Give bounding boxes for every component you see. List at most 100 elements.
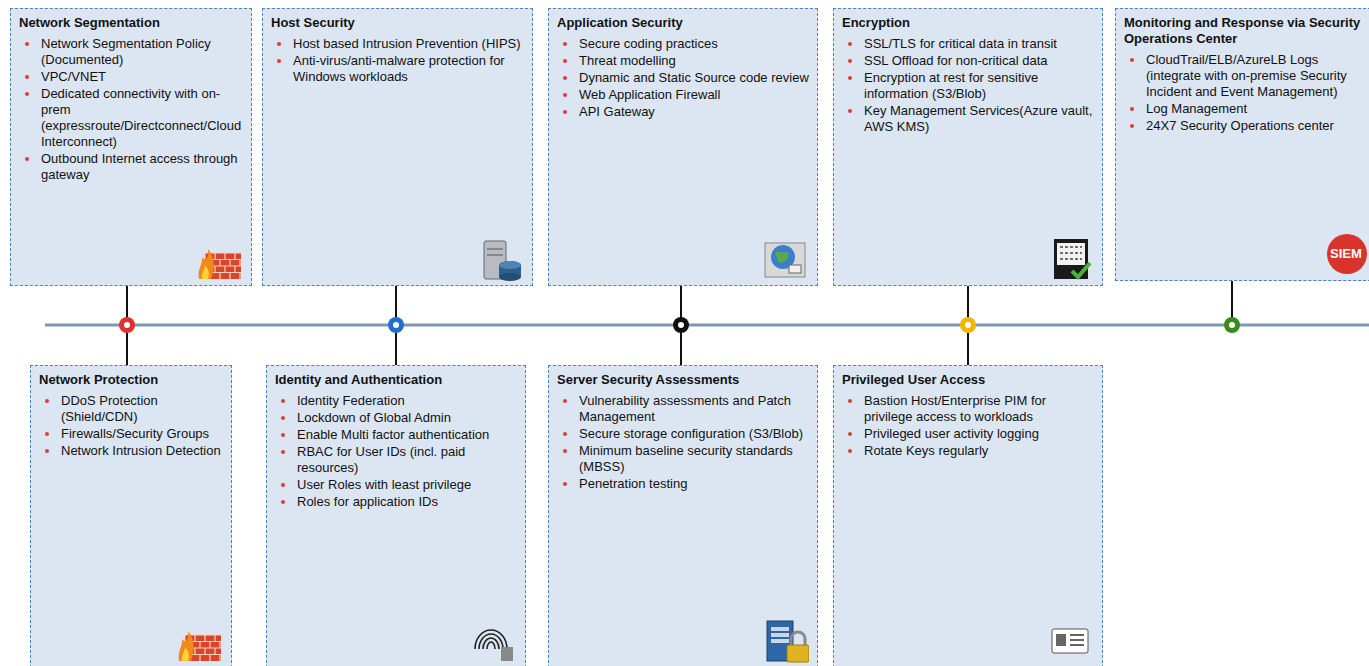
bullet-row: Encryption at rest for sensitive informa… [842,70,1094,102]
bullet-text: Vulnerability assessments and Patch Mana… [579,393,809,425]
bullet-row: Vulnerability assessments and Patch Mana… [557,393,809,425]
bullet-dot [281,416,285,420]
bullet-text: Key Management Services(Azure vault, AWS… [864,103,1094,135]
bullet-dot [563,42,567,46]
server-icon [478,237,524,281]
bullet-text: Secure storage configuration (S3/Blob) [579,426,803,442]
bullet-row: Dedicated connectivity with on-prem (exp… [19,86,243,150]
bullet-row: Network Intrusion Detection [39,443,223,459]
bullet-row: Log Management [1124,101,1362,117]
bullet-row: Minimum baseline security standards (MBS… [557,443,809,475]
finger-icon [471,619,517,663]
bullet-dot [848,432,852,436]
bullet-dot [563,482,567,486]
box-heading: Network Segmentation [19,15,243,31]
control-box: EncryptionSSL/TLS for critical data in t… [833,8,1103,286]
bullet-row: Anti-virus/anti-malware protection for W… [271,53,524,85]
bullet-dot [1130,58,1134,62]
control-box: Application SecuritySecure coding practi… [548,8,818,286]
bullet-row: Secure coding practices [557,36,809,52]
bullet-dot [848,76,852,80]
bullet-text: Roles for application IDs [297,494,438,510]
bullet-row: Bastion Host/Enterprise PIM for privileg… [842,393,1094,425]
bullet-dot [25,92,29,96]
bullet-text: Identity Federation [297,393,405,409]
bullet-text: DDoS Protection (Shield/CDN) [61,393,223,425]
bullet-text: Firewalls/Security Groups [61,426,209,442]
bullet-dot [281,483,285,487]
bullet-text: Rotate Keys regularly [864,443,988,459]
bullet-text: Encryption at rest for sensitive informa… [864,70,1094,102]
bullet-row: SSL/TLS for critical data in transit [842,36,1094,52]
box-heading: Server Security Assessments [557,372,809,388]
bullet-text: Enable Multi factor authentication [297,427,489,443]
bullet-text: Network Intrusion Detection [61,443,221,459]
bullet-text: Outbound Internet access through gateway [41,151,243,183]
bullet-dot [281,433,285,437]
control-box: Network ProtectionDDoS Protection (Shiel… [30,365,232,666]
bullet-row: Threat modelling [557,53,809,69]
bullet-row: Identity Federation [275,393,517,409]
bullet-dot [281,500,285,504]
bullet-text: Web Application Firewall [579,87,720,103]
bullet-row: Host based Intrusion Prevention (HIPS) [271,36,524,52]
bullet-row: Web Application Firewall [557,87,809,103]
control-box: Privileged User AccessBastion Host/Enter… [833,365,1103,666]
bullet-row: User Roles with least privilege [275,477,517,493]
control-box: Network SegmentationNetwork Segmentation… [10,8,252,286]
bullet-row: Outbound Internet access through gateway [19,151,243,183]
bullet-dot [281,450,285,454]
bullet-dot [25,75,29,79]
bullet-dot [25,42,29,46]
bullet-row: Key Management Services(Azure vault, AWS… [842,103,1094,135]
bullet-row: SSL Offload for non-critical data [842,53,1094,69]
bullet-row: Firewalls/Security Groups [39,426,223,442]
bullet-row: Secure storage configuration (S3/Blob) [557,426,809,442]
bullet-row: RBAC for User IDs (incl. paid resources) [275,444,517,476]
bullet-dot [563,399,567,403]
bullet-text: Threat modelling [579,53,676,69]
box-heading: Application Security [557,15,809,31]
bullet-text: Lockdown of Global Admin [297,410,451,426]
bullet-text: Dynamic and Static Source code review [579,70,809,86]
bullet-text: Network Segmentation Policy (Documented) [41,36,243,68]
doc-icon [1048,237,1094,281]
lock-icon [763,619,809,663]
bullet-row: Rotate Keys regularly [842,443,1094,459]
bullet-dot [45,399,49,403]
bullet-text: 24X7 Security Operations center [1146,118,1334,134]
bullet-text: RBAC for User IDs (incl. paid resources) [297,444,517,476]
bullet-row: Dynamic and Static Source code review [557,70,809,86]
bullet-dot [277,59,281,63]
bullet-row: Roles for application IDs [275,494,517,510]
bullet-dot [25,157,29,161]
bullet-dot [1130,124,1134,128]
bullet-text: SSL Offload for non-critical data [864,53,1048,69]
bullet-text: Penetration testing [579,476,687,492]
bullet-text: SSL/TLS for critical data in transit [864,36,1057,52]
bullet-row: DDoS Protection (Shield/CDN) [39,393,223,425]
bullet-dot [848,59,852,63]
box-heading: Encryption [842,15,1094,31]
bullet-text: CloudTrail/ELB/AzureLB Logs (integrate w… [1146,52,1362,100]
bullet-row: Penetration testing [557,476,809,492]
bullet-dot [563,432,567,436]
bullet-row: API Gateway [557,104,809,120]
bullet-dot [848,42,852,46]
bullet-text: Bastion Host/Enterprise PIM for privileg… [864,393,1094,425]
timeline-axis [45,324,1369,327]
bullet-row: Privileged user activity logging [842,426,1094,442]
fire-icon [177,619,223,663]
box-heading: Privileged User Access [842,372,1094,388]
bullet-text: Privileged user activity logging [864,426,1039,442]
bullet-dot [848,109,852,113]
box-heading: Monitoring and Response via Security Ope… [1124,15,1362,47]
bullet-text: Secure coding practices [579,36,718,52]
bullet-row: VPC/VNET [19,69,243,85]
bullet-dot [563,76,567,80]
control-box: Host SecurityHost based Intrusion Preven… [262,8,533,286]
control-box: Identity and AuthenticationIdentity Fede… [266,365,526,666]
box-heading: Host Security [271,15,524,31]
bullet-text: Anti-virus/anti-malware protection for W… [293,53,524,85]
bullet-row: Network Segmentation Policy (Documented) [19,36,243,68]
